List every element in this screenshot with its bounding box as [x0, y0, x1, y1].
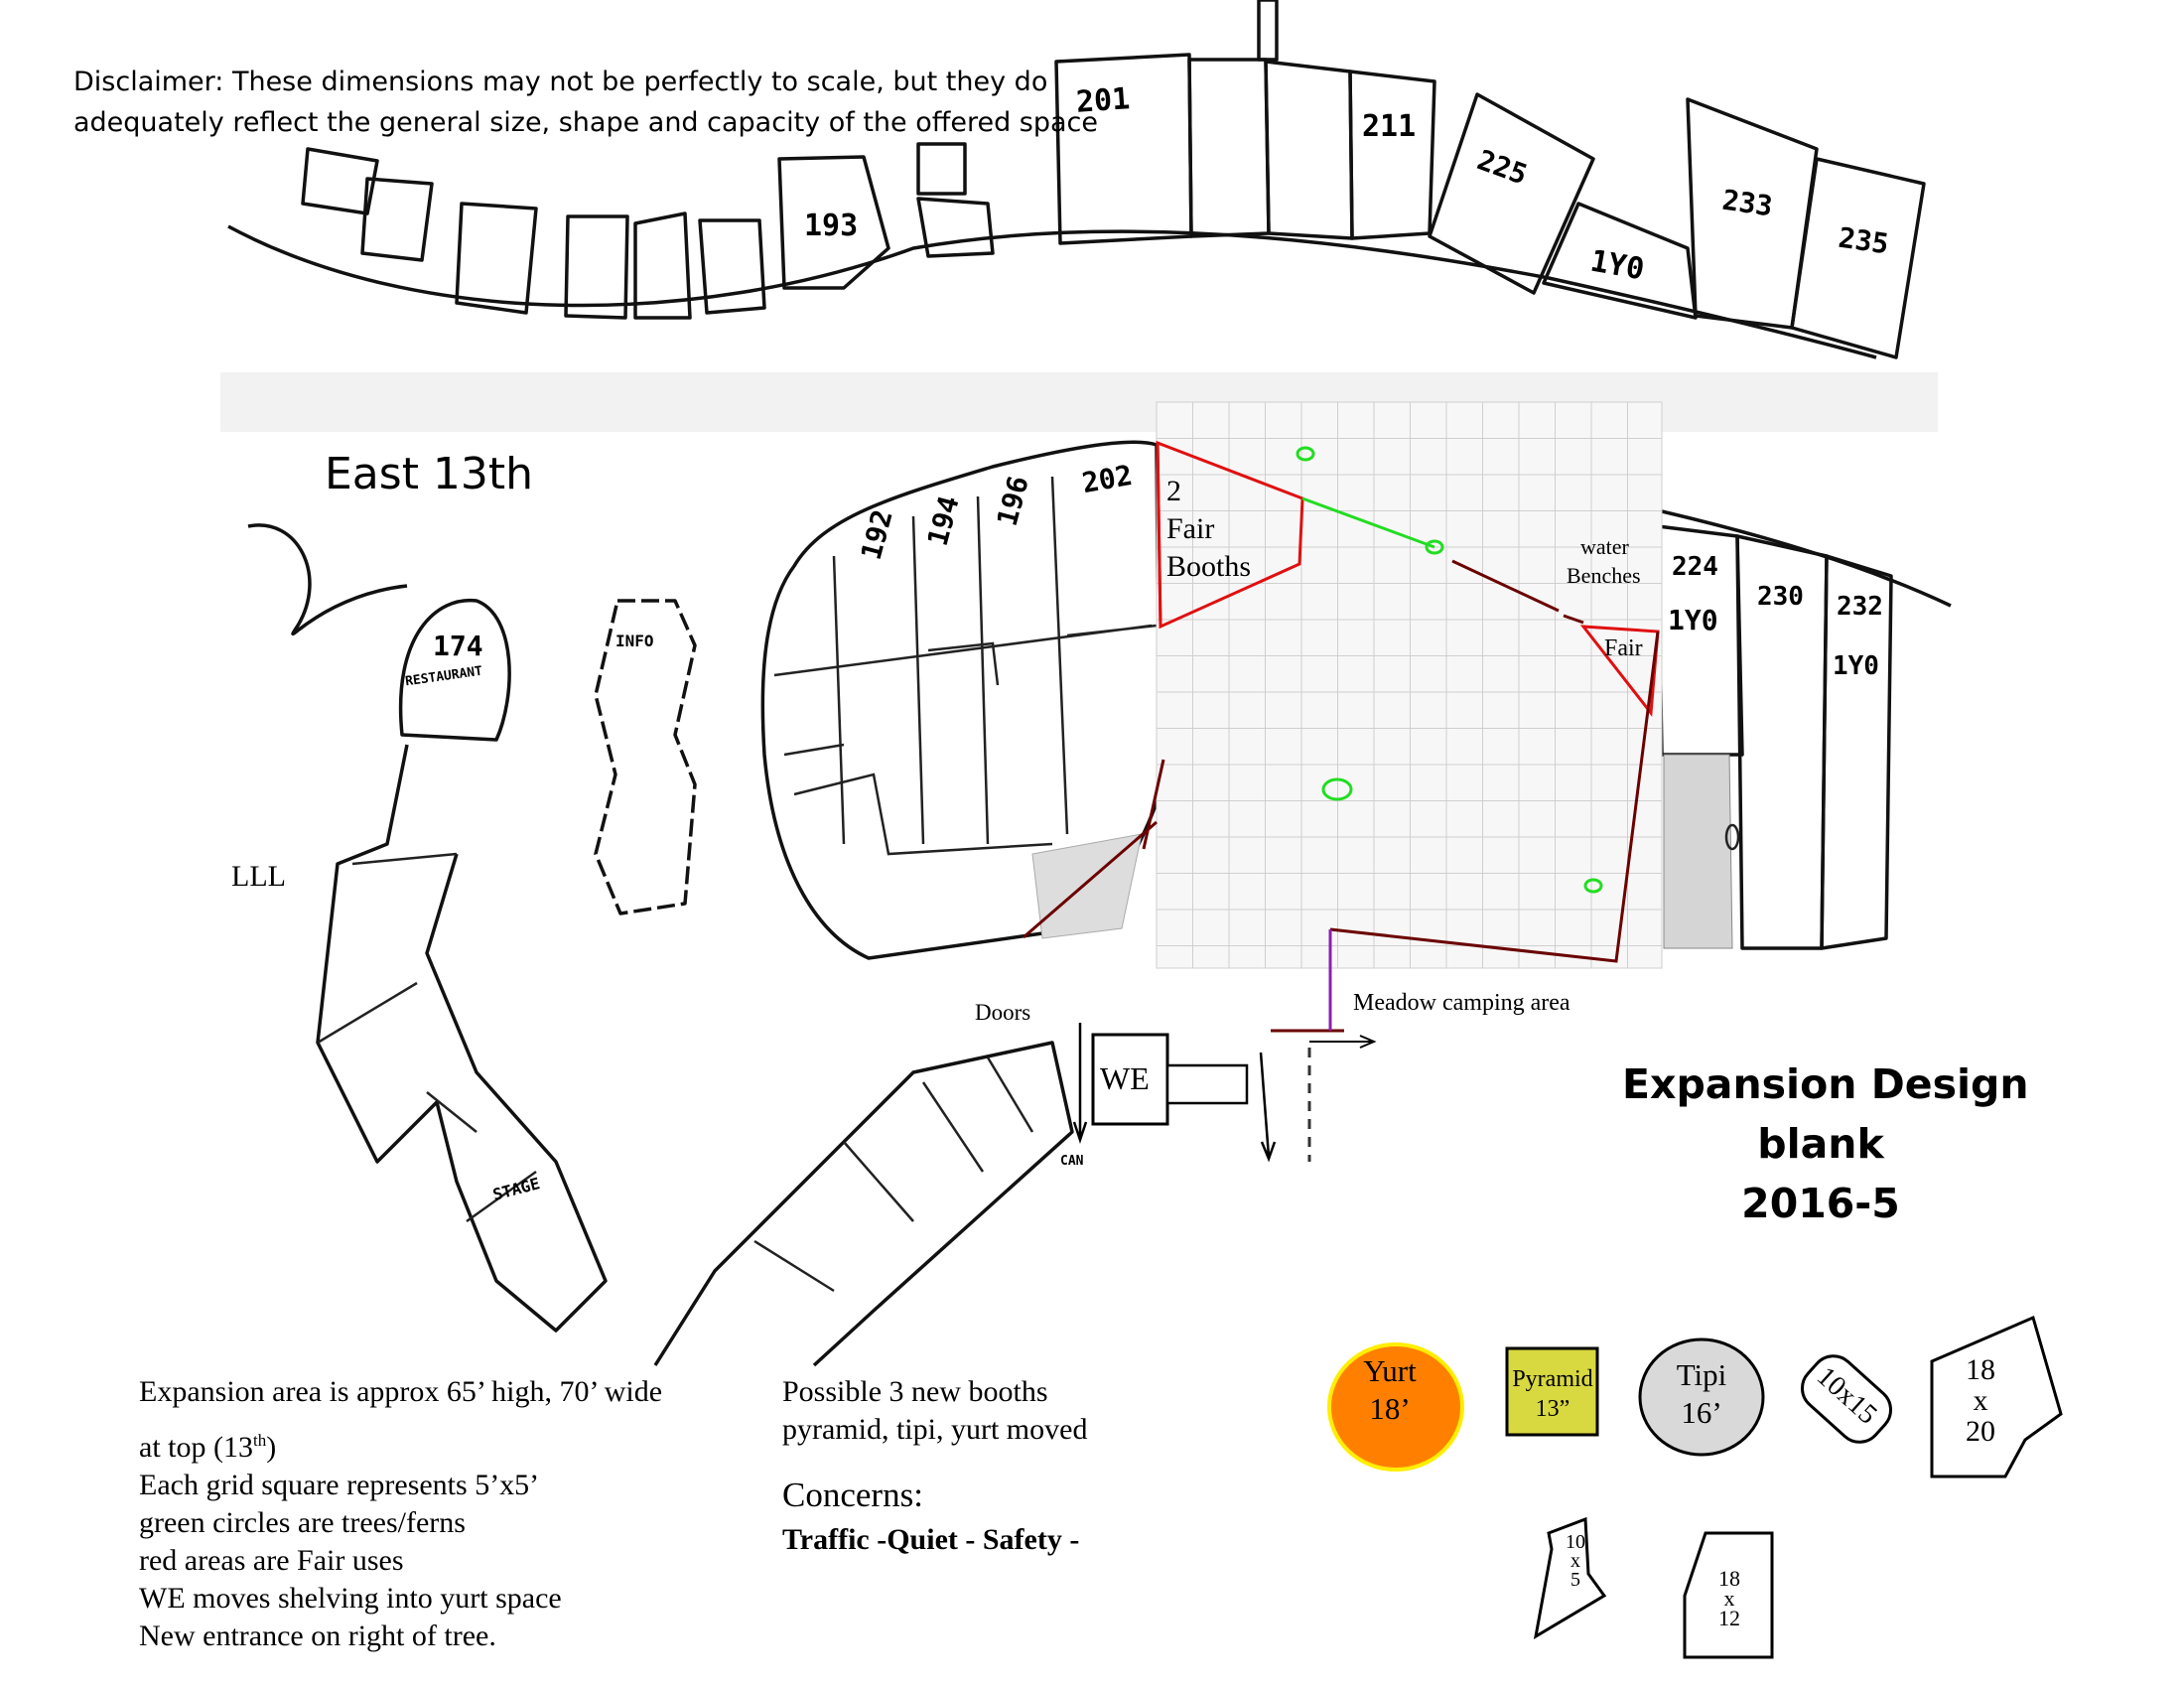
- note-sup: th: [252, 1431, 267, 1450]
- disclaimer-line: Disclaimer: These dimensions may not be …: [73, 67, 1048, 97]
- disclaimer-line: adequately reflect the general size, sha…: [73, 107, 1098, 138]
- fair-label: Fair: [1604, 635, 1643, 661]
- left-area-outline: [247, 523, 1074, 1367]
- note-line: at top (13th): [139, 1422, 662, 1467]
- shape-10x5: [1533, 1516, 1607, 1639]
- note-line: WE moves shelving into yurt space: [139, 1582, 562, 1615]
- yurt-label: Yurt 18’: [1336, 1352, 1443, 1428]
- benches-label: Benches: [1567, 563, 1641, 588]
- note-line: red areas are Fair uses: [139, 1544, 404, 1577]
- booth-174: 174: [433, 630, 483, 662]
- booth-1y0-a: 1Y0: [1668, 604, 1718, 636]
- we-shelving: [1165, 1063, 1249, 1105]
- notes: Expansion area is approx 65’ high, 70’ w…: [139, 1373, 662, 1655]
- yurt-shape: [1327, 1342, 1464, 1472]
- label-line: 18: [1966, 1353, 1995, 1386]
- title-line: 2016-5: [1741, 1180, 1900, 1227]
- entrance-arrow: [1309, 1035, 1377, 1049]
- meadow-label: Meadow camping area: [1353, 990, 1570, 1016]
- label-line: x: [1570, 1550, 1580, 1572]
- note-line: green circles are trees/ferns: [139, 1506, 466, 1539]
- label-line: x: [1973, 1384, 1988, 1417]
- label-line: 18: [1718, 1566, 1740, 1591]
- label-line: Yurt: [1363, 1353, 1417, 1388]
- concerns-label: Concerns:: [782, 1476, 923, 1514]
- booth-1y0-b: 1Y0: [1833, 651, 1879, 681]
- booth-235: 235: [1836, 220, 1891, 261]
- note-line: Expansion area is approx 65’ high, 70’ w…: [139, 1375, 663, 1408]
- label-line: 18’: [1369, 1391, 1411, 1426]
- tree-circle: [1583, 878, 1603, 894]
- label-line: Booths: [1166, 550, 1252, 583]
- info-label: INFO: [615, 632, 654, 650]
- shape-10x15: [1800, 1354, 1893, 1444]
- label-line: 16’: [1681, 1395, 1722, 1430]
- booth-201: 201: [1074, 81, 1132, 120]
- label-line: 5: [1570, 1569, 1580, 1591]
- tree-line: [1301, 496, 1435, 549]
- label-line: 2: [1166, 475, 1181, 507]
- booth-233: 233: [1719, 183, 1775, 223]
- expansion-grid: [1156, 401, 1663, 969]
- page-title: Expansion Design blank 2016-5: [1622, 1055, 2029, 1233]
- tree-circle: [1425, 539, 1444, 555]
- street-label: East 13th: [325, 449, 534, 499]
- path-lines: [1023, 559, 1660, 1033]
- doors-label: Doors: [975, 1000, 1031, 1025]
- shape-10x5-label: 10 x 5: [1561, 1531, 1590, 1591]
- note-line: Possible 3 new booths: [782, 1375, 1048, 1408]
- shape-18x20-label: 18 x 20: [1956, 1354, 2005, 1447]
- label-line: 20: [1966, 1415, 1995, 1448]
- tree-circle: [1321, 777, 1353, 801]
- note-text: at top (13: [139, 1431, 253, 1464]
- title-line: Expansion Design: [1622, 1060, 2029, 1108]
- water-label: water: [1580, 534, 1629, 559]
- tipi-label: Tipi 16’: [1652, 1356, 1751, 1432]
- pyramid-label: Pyramid 13”: [1497, 1364, 1608, 1424]
- shape-18x12-label: 18 x 12: [1712, 1566, 1746, 1630]
- doors-arrow: [1072, 1023, 1088, 1144]
- label-line: Pyramid: [1512, 1366, 1593, 1392]
- top-booth-row: [227, 0, 1926, 359]
- disclaimer: Disclaimer: These dimensions may not be …: [73, 62, 1098, 143]
- we-label: WE: [1100, 1060, 1150, 1096]
- fair-booths-label: 2 Fair Booths: [1166, 473, 1251, 586]
- label-line: Fair: [1166, 512, 1215, 545]
- note-line: New entrance on right of tree.: [139, 1619, 496, 1652]
- label-line: Tipi: [1676, 1357, 1727, 1392]
- street-band: [220, 372, 1938, 432]
- possible-booths: Possible 3 new booths pyramid, tipi, yur…: [782, 1373, 1087, 1449]
- label-line: 12: [1718, 1606, 1740, 1630]
- shape-18x20: [1930, 1315, 2063, 1478]
- tipi-shape: [1638, 1337, 1765, 1457]
- booth-193: 193: [804, 209, 859, 243]
- trees: [1296, 446, 1603, 894]
- note-line: Each grid square represents 5’x5’: [139, 1469, 540, 1501]
- can-label: CAN: [1060, 1154, 1084, 1169]
- shape-18x12: [1683, 1531, 1774, 1659]
- central-booth-block: [760, 440, 1161, 960]
- title-line: blank: [1757, 1120, 1884, 1168]
- label-line: 13”: [1535, 1396, 1570, 1422]
- note-text: ): [266, 1431, 277, 1464]
- tree-circle: [1296, 446, 1315, 462]
- booth-230: 230: [1757, 582, 1804, 612]
- note-line: pyramid, tipi, yurt moved: [782, 1413, 1088, 1446]
- booth-224: 224: [1672, 552, 1718, 582]
- label-line: 10: [1566, 1531, 1585, 1553]
- label-line: x: [1723, 1586, 1735, 1611]
- lll-label: LLL: [231, 860, 286, 893]
- booth-232: 232: [1837, 592, 1883, 622]
- pyramid-shape: [1505, 1346, 1599, 1437]
- booth-211: 211: [1362, 109, 1417, 144]
- concerns-items: Traffic -Quiet - Safety -: [782, 1523, 1080, 1556]
- we-arrow: [1259, 1052, 1277, 1163]
- fair-small-area: [1579, 625, 1660, 717]
